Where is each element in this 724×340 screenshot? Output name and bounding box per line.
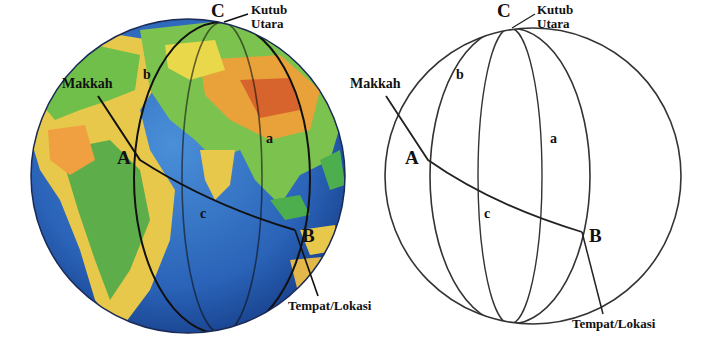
pole-letter: C [497, 1, 511, 22]
place-label: Tempat/Lokasi [288, 299, 371, 313]
place-label: Tempat/Lokasi [572, 317, 655, 331]
vertex-letter: B [589, 226, 602, 247]
vertex-letter: A [117, 148, 131, 169]
vertex-letter: B [302, 226, 315, 247]
side-letter: c [484, 206, 490, 221]
side-letter: b [456, 67, 464, 82]
place-label: Makkah [62, 76, 113, 91]
earth-globe [28, 14, 345, 334]
side-letter: c [200, 206, 206, 221]
outline-globe [385, 14, 681, 324]
vertex-letter: A [405, 148, 419, 169]
pole-letter: C [211, 1, 225, 22]
pole-label: Kutub Utara [537, 3, 579, 32]
side-letter: a [550, 131, 557, 146]
side-letter: b [143, 67, 151, 82]
pole-label: Kutub Utara [251, 3, 293, 32]
place-label: Makkah [350, 76, 401, 91]
side-letter: a [266, 131, 273, 146]
